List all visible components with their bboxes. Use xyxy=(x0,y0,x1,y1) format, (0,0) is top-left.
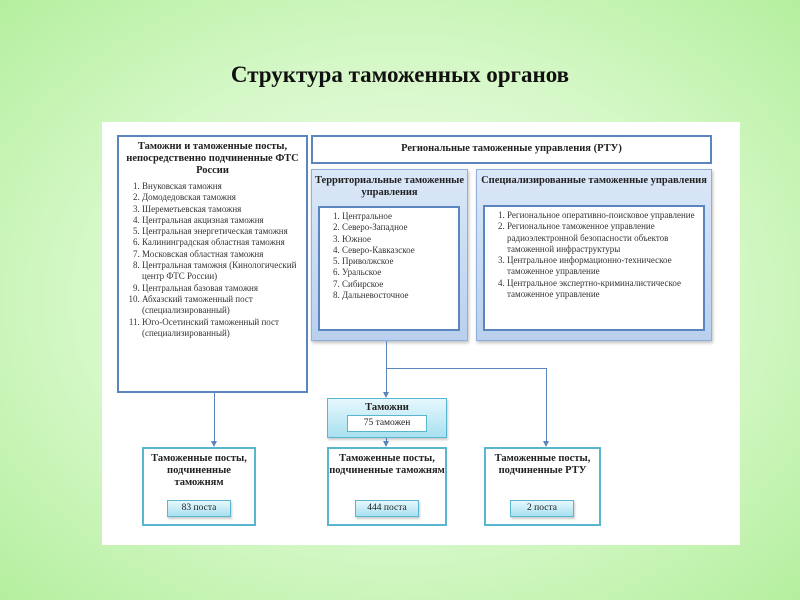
fts-direct-item: Центральная таможня (Кинологический цент… xyxy=(142,260,303,283)
territorial-list-box: ЦентральноеСеверо-ЗападноеЮжноеСеверо-Ка… xyxy=(318,206,460,331)
specialized-list: Региональное оперативно-поисковое управл… xyxy=(487,210,697,300)
fts-direct-item: Шереметьевская таможня xyxy=(142,204,303,215)
fts-direct-item: Внуковская таможня xyxy=(142,181,303,192)
posts-count-box: 444 поста xyxy=(355,500,419,517)
posts-count: 2 поста xyxy=(527,503,557,513)
customs-count: 75 таможен xyxy=(363,418,411,428)
slide-title: Структура таможенных органов xyxy=(230,62,570,87)
specialized-item: Центральное информационно-техническое та… xyxy=(507,255,697,278)
fts-direct-item: Домодедовская таможня xyxy=(142,192,303,203)
posts-count-box: 2 поста xyxy=(510,500,574,517)
connector-line xyxy=(546,368,547,441)
fts-direct-box: Таможни и таможенные посты, непосредстве… xyxy=(117,135,308,393)
territorial-item: Сибирское xyxy=(342,279,456,290)
territorial-heading: Территориальные таможенные управления xyxy=(314,175,465,198)
rtu-box: Региональные таможенные управления (РТУ) xyxy=(311,135,712,164)
territorial-item: Приволжское xyxy=(342,256,456,267)
connector-line xyxy=(214,393,215,441)
customs-heading: Таможни xyxy=(365,402,409,413)
territorial-item: Уральское xyxy=(342,267,456,278)
connector-line xyxy=(386,437,387,442)
fts-direct-item: Центральная акцизная таможня xyxy=(142,215,303,226)
connector-line xyxy=(386,341,387,392)
customs-count-box: 75 таможен xyxy=(347,415,427,432)
specialized-heading: Специализированные таможенные управления xyxy=(481,175,707,186)
territorial-item: Северо-Кавказское xyxy=(342,245,456,256)
fts-direct-item: Калининградская областная таможня xyxy=(142,237,303,248)
fts-direct-item: Абхазский таможенный пост (специализиров… xyxy=(142,294,303,317)
arrow-icon xyxy=(543,441,549,447)
fts-direct-item: Юго-Осетинский таможенный пост (специали… xyxy=(142,317,303,340)
posts-count: 444 поста xyxy=(367,503,407,513)
posts-count-box: 83 поста xyxy=(167,500,231,517)
territorial-item: Северо-Западное xyxy=(342,222,456,233)
territorial-item: Дальневосточное xyxy=(342,290,456,301)
fts-direct-item: Центральная энергетическая таможня xyxy=(142,226,303,237)
arrow-icon xyxy=(383,392,389,398)
posts-box-customs-fts: Таможенные посты, подчиненные таможням xyxy=(142,447,256,526)
specialized-item: Центральное экспертно-криминалистическое… xyxy=(507,278,697,301)
territorial-list: ЦентральноеСеверо-ЗападноеЮжноеСеверо-Ка… xyxy=(322,211,456,301)
specialized-item: Региональное таможенное управление радио… xyxy=(507,221,697,255)
rtu-heading: Региональные таможенные управления (РТУ) xyxy=(401,143,622,154)
territorial-item: Центральное xyxy=(342,211,456,222)
fts-direct-item: Центральная базовая таможня xyxy=(142,283,303,294)
connector-line xyxy=(386,368,547,369)
posts-count: 83 поста xyxy=(181,503,217,513)
posts-heading: Таможенные посты, подчиненные таможням xyxy=(151,453,247,488)
specialized-item: Региональное оперативно-поисковое управл… xyxy=(507,210,697,221)
fts-direct-heading: Таможни и таможенные посты, непосредстве… xyxy=(126,141,299,176)
posts-heading: Таможенные посты, подчиненные таможням xyxy=(329,453,445,476)
posts-heading: Таможенные посты, подчиненные РТУ xyxy=(494,453,591,476)
specialized-list-box: Региональное оперативно-поисковое управл… xyxy=(483,205,705,331)
fts-direct-list: Внуковская таможняДомодедовская таможняШ… xyxy=(122,181,303,339)
arrow-icon xyxy=(211,441,217,447)
arrow-icon xyxy=(383,441,389,447)
fts-direct-item: Московская областная таможня xyxy=(142,249,303,260)
territorial-item: Южное xyxy=(342,234,456,245)
